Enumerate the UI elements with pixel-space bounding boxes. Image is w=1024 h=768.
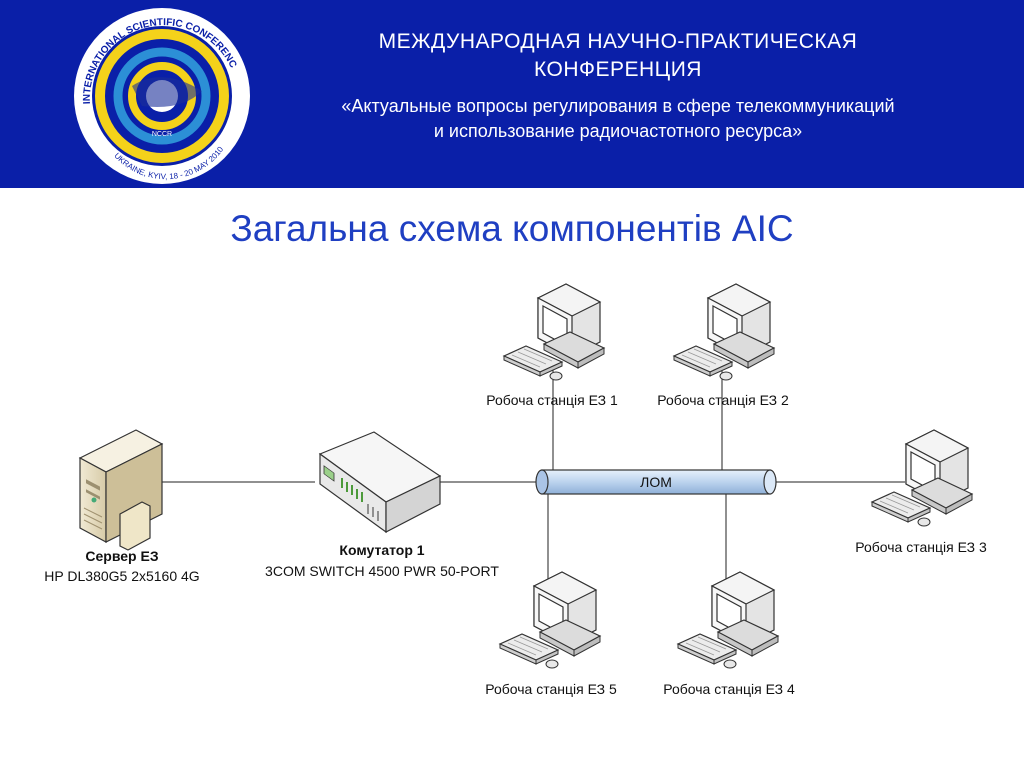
workstation-icon-3 xyxy=(871,429,973,527)
switch-model: 3COM SWITCH 4500 PWR 50-PORT xyxy=(265,563,499,579)
header-line-4: и использование радиочастотного ресурса» xyxy=(433,121,803,141)
header-line-1: МЕЖДУНАРОДНАЯ НАУЧНО-ПРАКТИЧЕСКАЯ xyxy=(378,30,858,53)
workstation-label-5: Робоча станція ЕЗ 5 xyxy=(485,681,617,697)
lan-label: ЛОМ xyxy=(640,474,672,490)
lan-bus: ЛОМ xyxy=(535,469,777,495)
workstation-icon-4 xyxy=(677,571,779,669)
switch-icon xyxy=(318,431,442,534)
logo-center-text: NCCR xyxy=(152,131,172,138)
workstation-label-1: Робоча станція ЕЗ 1 xyxy=(486,392,618,408)
header-line-3: «Актуальные вопросы регулирования в сфер… xyxy=(341,96,895,116)
conference-logo: INTERNATIONAL SCIENTIFIC CONFERENCE UKRA… xyxy=(62,6,250,184)
header-line-2: КОНФЕРЕНЦИЯ xyxy=(534,58,702,81)
workstation-icon-1 xyxy=(503,283,605,381)
workstation-icon-5 xyxy=(499,571,601,669)
switch-name: Комутатор 1 xyxy=(339,542,424,558)
workstation-icon-2 xyxy=(673,283,775,381)
server-model: HP DL380G5 2x5160 4G xyxy=(44,568,199,584)
server-icon xyxy=(78,429,164,551)
workstation-label-3: Робоча станція ЕЗ 3 xyxy=(855,539,987,555)
server-name: Сервер ЕЗ xyxy=(85,548,158,564)
workstation-label-2: Робоча станція ЕЗ 2 xyxy=(657,392,789,408)
conference-header: INTERNATIONAL SCIENTIFIC CONFERENCE UKRA… xyxy=(0,0,1024,188)
header-text: МЕЖДУНАРОДНАЯ НАУЧНО-ПРАКТИЧЕСКАЯ КОНФЕР… xyxy=(288,28,948,144)
workstation-label-4: Робоча станція ЕЗ 4 xyxy=(663,681,795,697)
slide-title: Загальна схема компонентів АІС xyxy=(230,208,794,249)
